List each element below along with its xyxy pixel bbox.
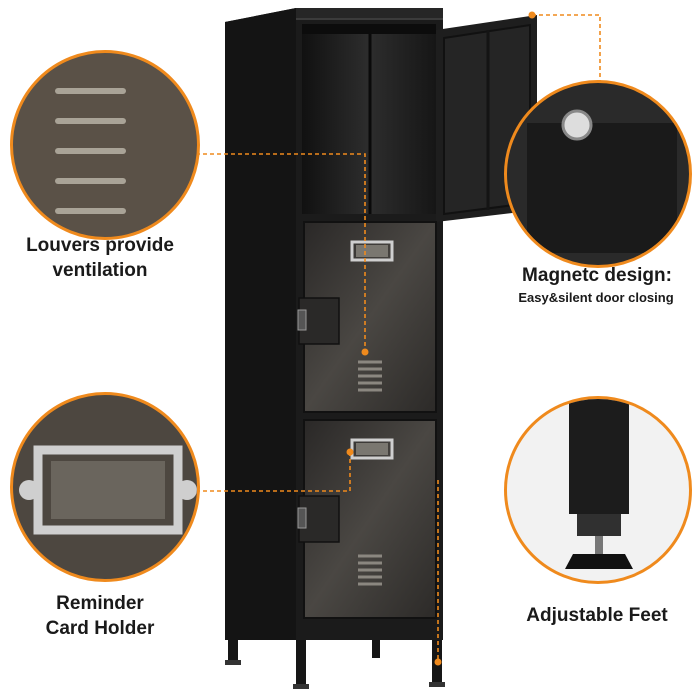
callout-connectors	[196, 14, 601, 662]
feet-label: Adjustable Feet	[526, 605, 668, 626]
magnetic-subtitle: Easy&silent door closing	[518, 290, 674, 305]
top-compartment-open	[302, 24, 436, 214]
louvers-closeup	[10, 50, 200, 240]
card-holder-label: Reminder Card Holder	[45, 593, 155, 639]
middle-door	[297, 221, 437, 413]
louvers-label: Louvers provide ventilation	[26, 235, 174, 281]
locker-legs	[225, 640, 445, 689]
bottom-door	[297, 419, 437, 619]
adjustable-feet-closeup	[504, 396, 692, 584]
card-holder-closeup	[10, 392, 200, 582]
connector-dots	[346, 11, 536, 666]
magnetic-title: Magnetc design:	[522, 265, 672, 286]
magnet-closeup	[504, 80, 692, 268]
